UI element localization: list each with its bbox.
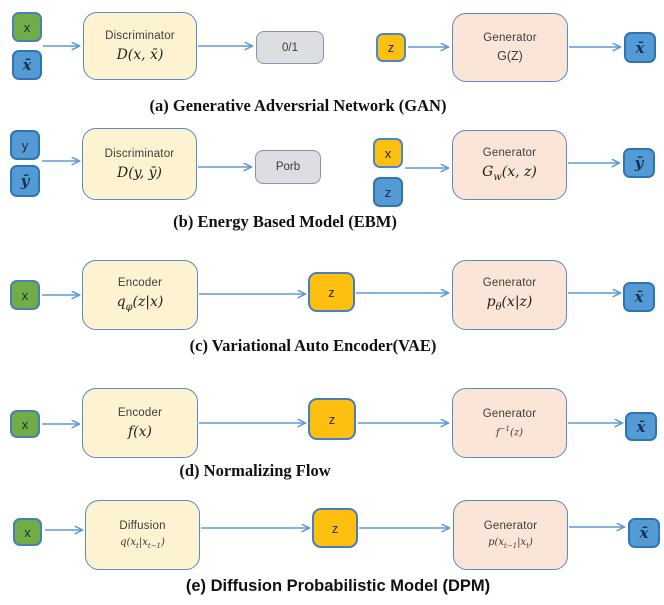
vae-generator-formula: pθ(x|z) xyxy=(486,294,533,313)
dpm-input-x: x xyxy=(13,518,42,546)
gan-generator-title: Generator xyxy=(483,32,537,44)
caption-dpm: (e) Diffusion Probabilistic Model (DPM) xyxy=(185,577,491,595)
gan-generator-formula: G(Z) xyxy=(497,49,523,63)
vae-input-x: x xyxy=(10,280,40,310)
gan-discriminator-title: Discriminator xyxy=(105,29,175,42)
vae-encoder-formula: qφ(z|x) xyxy=(116,294,164,313)
dpm-diffusion-formula: q(xt|xt−1) xyxy=(120,537,165,550)
gan-input-xbar-label: x̄ xyxy=(22,56,32,74)
vae-encoder-box: Encoder qφ(z|x) xyxy=(82,260,198,330)
dpm-diffusion-box: Diffusion q(xt|xt−1) xyxy=(85,500,200,570)
dpm-terminal-xbar: x̄ xyxy=(628,518,660,548)
dpm-terminal-label: x̄ xyxy=(639,524,649,542)
gan-input-xbar: x̄ xyxy=(12,50,42,80)
vae-latent-z: z xyxy=(308,272,355,312)
ebm-input-ybar-label: ȳ xyxy=(20,172,30,190)
gan-output-box: 0/1 xyxy=(256,31,324,64)
gan-output-label: 0/1 xyxy=(282,41,298,54)
caption-vae: (c) Variational Auto Encoder(VAE) xyxy=(189,336,437,355)
nf-input-x-label: x xyxy=(21,416,29,432)
ebm-terminal-label: ȳ xyxy=(634,154,644,172)
gan-discriminator-box: Discriminator D(x, x̄) xyxy=(83,12,197,80)
gan-terminal-xbar: x̄ xyxy=(624,32,656,63)
vae-generator-box: Generator pθ(x|z) xyxy=(452,260,567,330)
dpm-diffusion-title: Diffusion xyxy=(119,520,166,532)
vae-terminal-xbar: x̄ xyxy=(623,282,655,312)
nf-encoder-formula: f(x) xyxy=(127,423,152,440)
ebm-discriminator-title: Discriminator xyxy=(104,147,175,160)
dpm-generator-box: Generator p(xt−1|xt) xyxy=(453,500,568,570)
dpm-generator-title: Generator xyxy=(483,520,538,532)
gan-terminal-label: x̄ xyxy=(635,38,645,57)
ebm-discriminator-box: Discriminator D(y, ȳ) xyxy=(82,128,197,200)
nf-latent-z-label: z xyxy=(328,411,336,427)
nf-latent-z: z xyxy=(308,398,356,440)
ebm-generator-title: Generator xyxy=(482,147,537,160)
ebm-terminal-ybar: ȳ xyxy=(623,148,655,178)
dpm-latent-z-label: z xyxy=(331,520,339,536)
caption-gan: (a) Generative Adversrial Network (GAN) xyxy=(149,96,447,115)
nf-generator-box: Generator f−1(z) xyxy=(452,388,567,458)
caption-nf: (d) Normalizing Flow xyxy=(179,461,331,480)
nf-terminal-label: x̄ xyxy=(636,417,646,436)
ebm-input-x-label: x xyxy=(384,145,392,161)
nf-generator-formula: f−1(z) xyxy=(495,424,524,439)
ebm-discriminator-formula: D(y, ȳ) xyxy=(116,164,162,181)
gan-input-z-label: z xyxy=(387,40,395,55)
dpm-input-x-label: x xyxy=(24,524,31,540)
ebm-output-box: Porb xyxy=(255,150,321,184)
gan-generator-box: Generator G(Z) xyxy=(452,13,568,82)
vae-terminal-label: x̄ xyxy=(634,288,644,306)
ebm-output-label: Porb xyxy=(275,161,301,173)
dpm-latent-z: z xyxy=(312,508,358,548)
gan-input-z: z xyxy=(376,33,406,62)
dpm-generator-formula: p(xt−1|xt) xyxy=(488,537,533,550)
nf-encoder-title: Encoder xyxy=(117,406,163,419)
nf-terminal-xbar: x̄ xyxy=(625,412,657,441)
vae-encoder-title: Encoder xyxy=(117,277,163,290)
vae-latent-z-label: z xyxy=(328,284,335,300)
ebm-generator-box: Generator Gw(x, z) xyxy=(452,130,567,200)
gan-input-x-label: x xyxy=(23,19,31,35)
nf-generator-title: Generator xyxy=(482,407,537,420)
nf-encoder-box: Encoder f(x) xyxy=(82,388,198,458)
ebm-generator-formula: Gw(x, z) xyxy=(482,164,537,183)
gan-input-x: x xyxy=(12,12,42,42)
caption-ebm: (b) Energy Based Model (EBM) xyxy=(173,212,397,231)
ebm-input-y-label: y xyxy=(21,137,29,153)
ebm-input-z-label: z xyxy=(384,184,392,200)
vae-input-x-label: x xyxy=(21,287,29,303)
ebm-input-z: z xyxy=(373,177,403,207)
ebm-input-y: y xyxy=(10,130,40,160)
ebm-input-ybar: ȳ xyxy=(10,165,40,197)
ebm-input-x: x xyxy=(373,138,403,168)
vae-generator-title: Generator xyxy=(482,277,537,290)
nf-input-x: x xyxy=(10,410,40,438)
gan-discriminator-formula: D(x, x̄) xyxy=(116,46,164,63)
